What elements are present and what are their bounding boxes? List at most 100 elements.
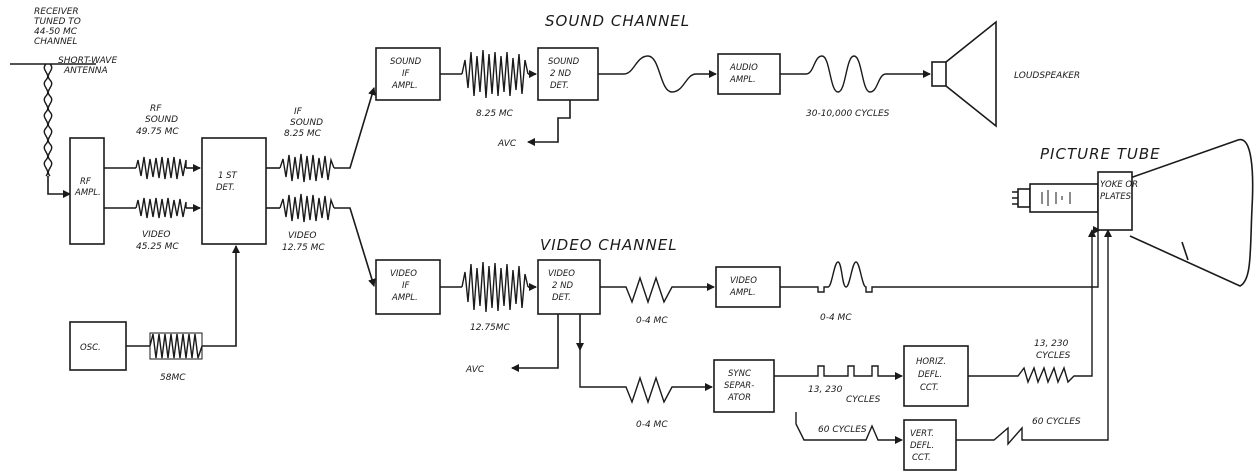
svg-text:CCT.: CCT. — [912, 453, 931, 463]
svg-text:VIDEO: VIDEO — [390, 269, 417, 279]
rf-sound-label: RF SOUND 49.75 MC — [136, 104, 179, 137]
video-channel-heading: VIDEO CHANNEL — [540, 236, 678, 254]
antenna-icon — [10, 63, 96, 198]
svg-text:DEFL.: DEFL. — [910, 441, 934, 451]
horizontal-sawtooth-waveform — [968, 229, 1096, 385]
if-sound-label: IF SOUND 8.25 MC — [284, 107, 323, 139]
picture-tube-icon — [1012, 138, 1254, 287]
svg-text:DET.: DET. — [552, 293, 571, 303]
sound-2nd-detector-block: SOUND 2 ND DET. — [537, 47, 599, 101]
svg-text:VERT.: VERT. — [910, 429, 934, 439]
svg-text:VIDEO: VIDEO — [142, 230, 171, 240]
svg-text:IF: IF — [402, 281, 410, 291]
video-if-amplifier-block: VIDEO IF AMPL. — [375, 259, 441, 315]
sync-vertical-label: 60 CYCLES — [818, 425, 867, 435]
svg-text:CCT.: CCT. — [920, 383, 939, 393]
svg-text:13, 230: 13, 230 — [1034, 339, 1069, 349]
video-if-frequency-label: 12.75MC — [470, 323, 511, 333]
svg-text:RECEIVER: RECEIVER — [34, 7, 79, 17]
svg-text:VIDEO: VIDEO — [288, 231, 317, 241]
video-2nd-detector-block: VIDEO 2 ND DET. — [537, 259, 601, 315]
svg-text:45.25 MC: 45.25 MC — [136, 242, 179, 252]
svg-text:VIDEO: VIDEO — [730, 276, 757, 286]
svg-text:TUNED TO: TUNED TO — [34, 17, 81, 27]
svg-text:2 ND: 2 ND — [550, 69, 571, 79]
svg-text:1 ST: 1 ST — [218, 171, 238, 181]
sync-input-frequency-label: 0-4 MC — [636, 420, 668, 430]
horizontal-deflection-block: HORIZ. DEFL. CCT. — [903, 345, 969, 407]
audio-amplifier-block: AUDIO AMPL. — [717, 53, 781, 95]
vertical-sawtooth-waveform — [956, 229, 1112, 446]
svg-text:SOUND: SOUND — [290, 118, 323, 128]
svg-text:SOUND: SOUND — [548, 57, 580, 67]
svg-text:PLATES: PLATES — [1100, 192, 1132, 202]
svg-text:SEPAR-: SEPAR- — [724, 381, 754, 391]
svg-text:SOUND: SOUND — [145, 115, 178, 125]
sound-channel-heading: SOUND CHANNEL — [545, 12, 690, 30]
svg-text:SOUND: SOUND — [390, 57, 422, 67]
sound-detected-waveform — [598, 55, 716, 93]
svg-text:AMPL.: AMPL. — [729, 75, 756, 85]
svg-text:AUDIO: AUDIO — [729, 63, 758, 73]
svg-text:AMPL.: AMPL. — [391, 81, 418, 91]
svg-text:49.75 MC: 49.75 MC — [136, 127, 179, 137]
oscillator-waveform — [149, 332, 203, 360]
svg-text:8.25 MC: 8.25 MC — [284, 129, 322, 139]
svg-text:CHANNEL: CHANNEL — [34, 37, 77, 47]
horizontal-output-label: 13, 230 CYCLES — [1034, 339, 1071, 361]
vertical-output-label: 60 CYCLES — [1032, 417, 1081, 427]
svg-text:ANTENNA: ANTENNA — [63, 66, 108, 76]
if-video-waveform — [279, 193, 335, 223]
first-detector-block: 1 ST DET. — [201, 137, 267, 245]
audio-waveform — [780, 55, 931, 93]
antenna-receiver-label: RECEIVER TUNED TO 44-50 MC CHANNEL — [34, 7, 81, 47]
svg-text:IF: IF — [294, 107, 303, 117]
horizontal-sync-pulses — [774, 365, 903, 380]
sync-horizontal-label: 13, 230 CYCLES — [808, 385, 881, 405]
rf-sound-waveform — [135, 156, 187, 180]
det-output-frequency-label: 0-4 MC — [636, 316, 668, 326]
sync-input-waveform — [579, 350, 713, 405]
svg-text:AMPL.: AMPL. — [391, 293, 418, 303]
svg-text:AMPL.: AMPL. — [74, 188, 101, 198]
video-amplifier-block: VIDEO AMPL. — [715, 266, 781, 308]
sound-if-waveform — [461, 49, 529, 99]
svg-text:2 ND: 2 ND — [552, 281, 573, 291]
video-if-waveform — [461, 261, 529, 313]
oscillator-block: OSC. — [69, 321, 127, 371]
svg-text:ATOR: ATOR — [727, 393, 751, 403]
svg-text:SHORT-WAVE: SHORT-WAVE — [58, 56, 117, 66]
svg-text:DEFL.: DEFL. — [918, 370, 942, 380]
if-video-label: VIDEO 12.75 MC — [282, 231, 325, 253]
if-sound-waveform — [279, 153, 335, 183]
yoke-or-plates-block: YOKE OR PLATES — [1097, 171, 1138, 231]
vertical-sync-path — [795, 412, 903, 444]
rf-amplifier-block: RF AMPL. — [69, 137, 105, 245]
svg-text:SYNC: SYNC — [728, 369, 751, 379]
svg-text:12.75 MC: 12.75 MC — [282, 243, 325, 253]
svg-text:CYCLES: CYCLES — [846, 395, 881, 405]
video-amplified-waveform — [780, 226, 1101, 293]
sound-if-amplifier-block: SOUND IF AMPL. — [375, 47, 441, 101]
picture-tube-heading: PICTURE TUBE — [1040, 145, 1161, 163]
rf-video-label: VIDEO 45.25 MC — [136, 230, 179, 252]
svg-text:YOKE OR: YOKE OR — [1100, 180, 1138, 190]
svg-text:44-50 MC: 44-50 MC — [34, 27, 78, 37]
loudspeaker-icon — [931, 20, 997, 128]
svg-text:DET.: DET. — [550, 81, 569, 91]
osc-frequency-label: 58MC — [160, 373, 186, 383]
svg-text:RF: RF — [80, 177, 91, 187]
svg-text:AMPL.: AMPL. — [729, 288, 756, 298]
svg-text:CYCLES: CYCLES — [1036, 351, 1071, 361]
svg-text:VIDEO: VIDEO — [548, 269, 575, 279]
vertical-deflection-block: VERT. DEFL. CCT. — [903, 419, 957, 471]
sync-separator-block: SYNC SEPAR- ATOR — [713, 359, 775, 413]
svg-text:13, 230: 13, 230 — [808, 385, 843, 395]
audio-frequency-label: 30-10,000 CYCLES — [806, 109, 890, 119]
avc-sound-label: AVC — [497, 139, 517, 149]
svg-text:HORIZ.: HORIZ. — [916, 357, 946, 367]
svg-text:DET.: DET. — [216, 183, 235, 193]
loudspeaker-label: LOUDSPEAKER — [1014, 71, 1080, 81]
rf-video-waveform — [135, 197, 187, 219]
